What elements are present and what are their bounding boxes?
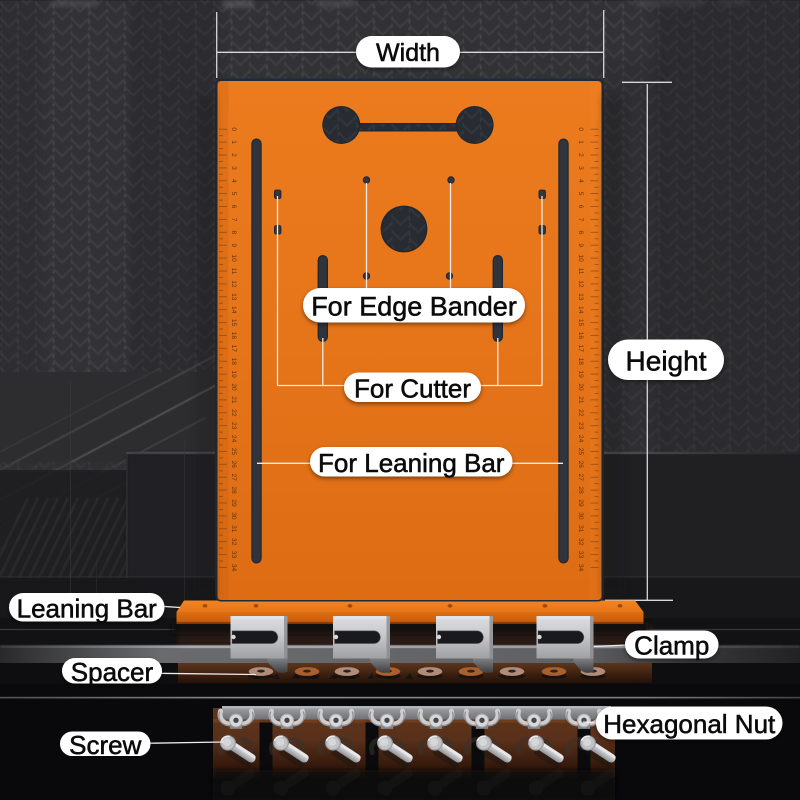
svg-text:20: 20 (230, 383, 237, 391)
svg-text:17: 17 (577, 345, 584, 353)
svg-text:28: 28 (577, 486, 584, 494)
svg-text:14: 14 (577, 306, 584, 314)
svg-text:32: 32 (577, 538, 584, 546)
svg-text:26: 26 (230, 461, 237, 469)
svg-text:7: 7 (577, 218, 584, 222)
svg-text:24: 24 (577, 435, 584, 443)
svg-text:9: 9 (230, 243, 237, 247)
svg-text:5: 5 (577, 192, 584, 196)
svg-text:33: 33 (230, 551, 237, 559)
svg-text:14: 14 (230, 306, 237, 314)
svg-text:21: 21 (577, 396, 584, 404)
svg-text:5: 5 (230, 192, 237, 196)
svg-text:22: 22 (230, 409, 237, 417)
svg-text:21: 21 (230, 396, 237, 404)
svg-text:30: 30 (230, 512, 237, 520)
svg-text:0: 0 (577, 127, 584, 131)
svg-text:27: 27 (230, 474, 237, 482)
svg-text:19: 19 (577, 370, 584, 378)
svg-text:8: 8 (577, 230, 584, 234)
svg-text:6: 6 (230, 205, 237, 209)
svg-text:10: 10 (230, 254, 237, 262)
svg-text:34: 34 (577, 564, 584, 572)
svg-text:29: 29 (577, 499, 584, 507)
svg-text:3: 3 (577, 166, 584, 170)
svg-text:32: 32 (230, 538, 237, 546)
svg-text:3: 3 (230, 166, 237, 170)
svg-text:15: 15 (577, 319, 584, 327)
svg-text:26: 26 (577, 461, 584, 469)
svg-text:9: 9 (577, 243, 584, 247)
svg-text:Hexagonal Nut: Hexagonal Nut (603, 709, 776, 739)
svg-text:29: 29 (230, 499, 237, 507)
svg-text:13: 13 (577, 293, 584, 301)
svg-text:7: 7 (230, 218, 237, 222)
svg-text:Clamp: Clamp (634, 631, 709, 661)
svg-text:23: 23 (230, 422, 237, 430)
svg-text:33: 33 (577, 551, 584, 559)
svg-text:12: 12 (230, 280, 237, 288)
svg-text:0: 0 (230, 127, 237, 131)
svg-text:11: 11 (577, 268, 584, 275)
svg-text:25: 25 (577, 448, 584, 456)
svg-text:1: 1 (577, 140, 584, 144)
svg-text:13: 13 (230, 293, 237, 301)
svg-text:2: 2 (230, 153, 237, 157)
svg-text:31: 31 (577, 525, 584, 533)
svg-text:10: 10 (577, 254, 584, 262)
svg-text:12: 12 (577, 280, 584, 288)
svg-text:23: 23 (577, 422, 584, 430)
svg-text:Height: Height (626, 345, 707, 376)
svg-text:For Leaning Bar: For Leaning Bar (318, 448, 505, 478)
svg-text:For Cutter: For Cutter (354, 373, 471, 403)
svg-text:6: 6 (577, 205, 584, 209)
svg-text:2: 2 (577, 153, 584, 157)
svg-text:18: 18 (230, 358, 237, 366)
svg-text:16: 16 (577, 332, 584, 340)
svg-text:15: 15 (230, 319, 237, 327)
svg-text:18: 18 (577, 358, 584, 366)
svg-text:25: 25 (230, 448, 237, 456)
svg-text:34: 34 (230, 564, 237, 572)
svg-text:19: 19 (230, 370, 237, 378)
svg-text:For Edge Bander: For Edge Bander (311, 291, 517, 321)
svg-text:24: 24 (230, 435, 237, 443)
svg-text:8: 8 (230, 230, 237, 234)
svg-text:22: 22 (577, 409, 584, 417)
svg-text:28: 28 (230, 486, 237, 494)
svg-text:4: 4 (230, 179, 237, 183)
svg-text:1: 1 (230, 140, 237, 144)
svg-text:11: 11 (230, 268, 237, 275)
svg-text:Screw: Screw (69, 730, 141, 760)
svg-text:20: 20 (577, 383, 584, 391)
svg-text:17: 17 (230, 345, 237, 353)
svg-text:16: 16 (230, 332, 237, 340)
svg-text:Leaning Bar: Leaning Bar (17, 593, 158, 623)
svg-text:30: 30 (577, 512, 584, 520)
svg-text:31: 31 (230, 525, 237, 533)
svg-text:Width: Width (376, 39, 440, 67)
svg-text:27: 27 (577, 474, 584, 482)
svg-text:Spacer: Spacer (71, 657, 154, 687)
svg-text:4: 4 (577, 179, 584, 183)
